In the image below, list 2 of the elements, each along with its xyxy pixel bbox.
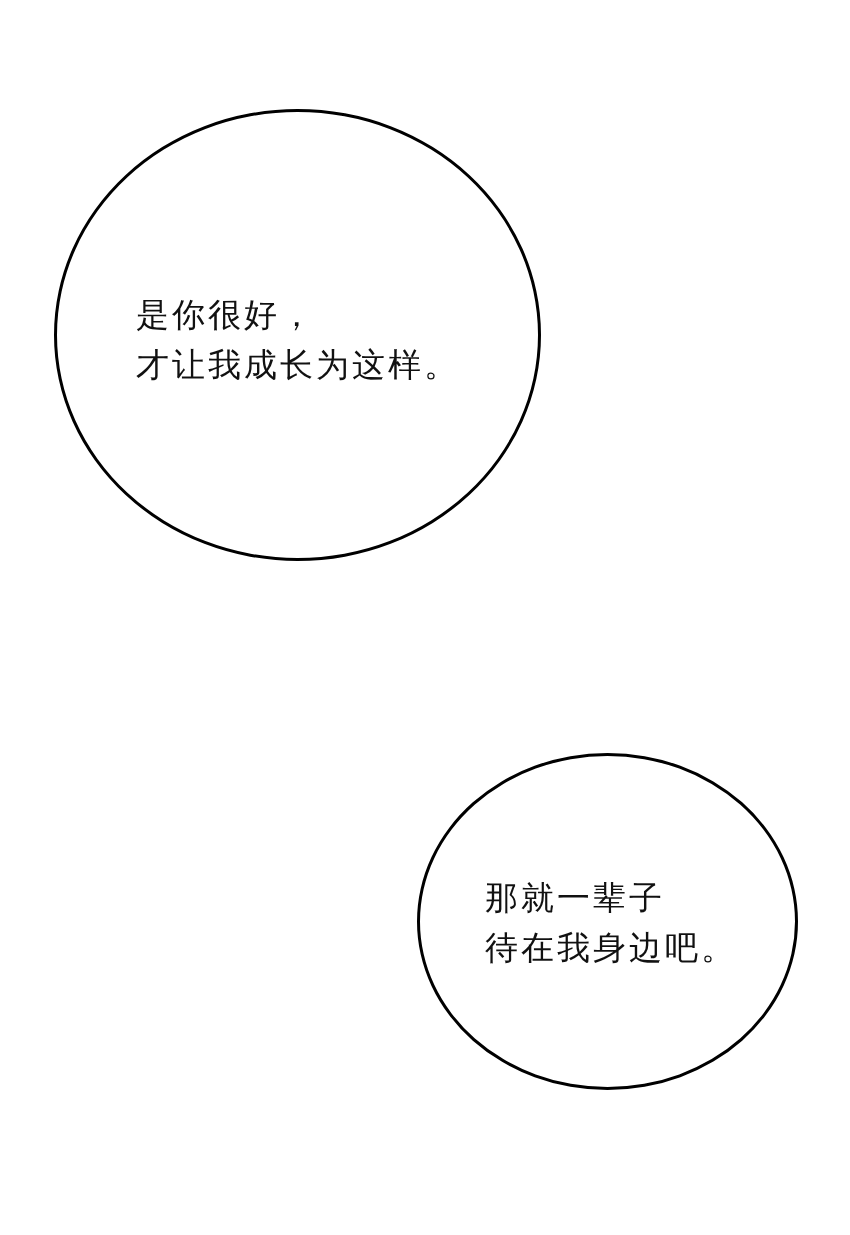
dialogue-text: 那就一辈子待在我身边吧。 <box>485 877 737 969</box>
dialogue-text: 是你很好，才让我成长为这样。 <box>136 294 460 386</box>
